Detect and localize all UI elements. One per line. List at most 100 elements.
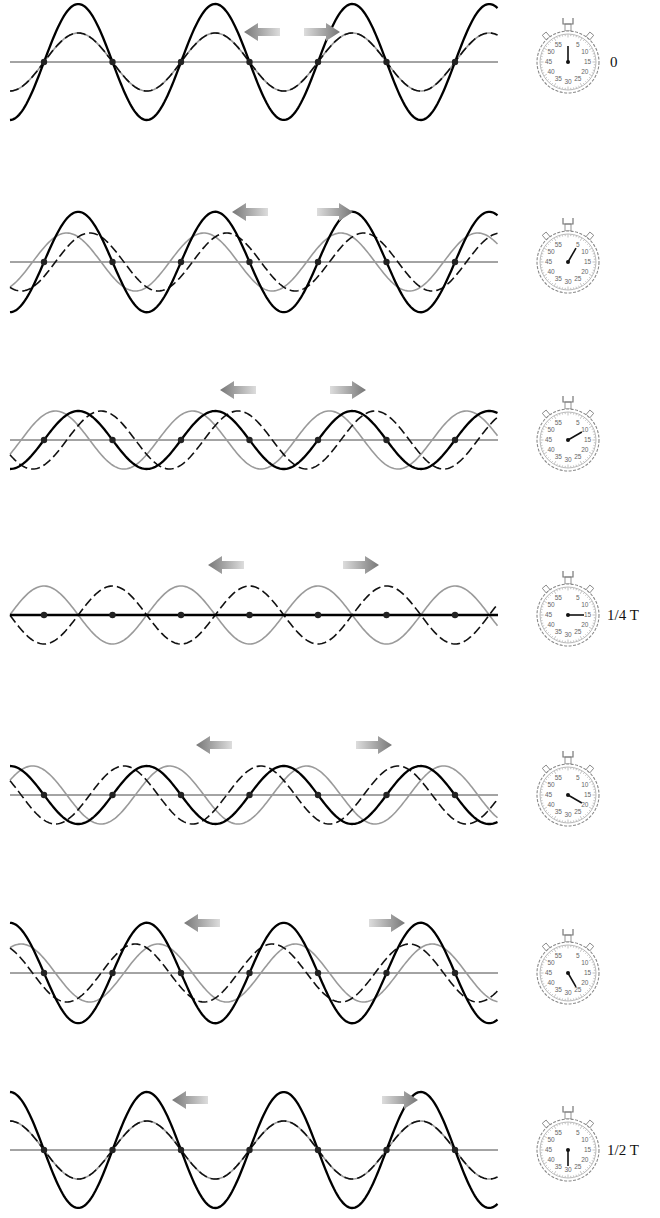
right-travelling-wave <box>10 33 498 91</box>
node-dot <box>178 437 184 443</box>
dial-number: 15 <box>584 1147 591 1154</box>
dial-number: 10 <box>581 960 588 967</box>
dial-number: 15 <box>584 59 591 66</box>
wave-row <box>10 4 498 120</box>
direction-arrow <box>244 23 280 41</box>
dial-number: 25 <box>574 454 581 461</box>
node-dot <box>315 1147 321 1153</box>
node-dot <box>315 437 321 443</box>
wave-row <box>10 1091 498 1208</box>
left-travelling-wave <box>10 411 498 469</box>
node-dot <box>315 970 321 976</box>
node-dot <box>178 1147 184 1153</box>
stopwatch <box>537 18 599 93</box>
stopwatch <box>537 929 599 1004</box>
node-dot <box>109 437 115 443</box>
dial-number: 55 <box>555 775 562 782</box>
direction-arrow <box>184 914 220 932</box>
dial-number: 40 <box>547 980 554 987</box>
axis-line <box>10 1150 498 1151</box>
dial-number: 25 <box>574 809 581 816</box>
stopwatch <box>537 396 599 471</box>
dial-number: 35 <box>555 629 562 636</box>
node-dot <box>452 612 458 618</box>
node-dot <box>383 259 389 265</box>
dial-number: 20 <box>581 69 588 76</box>
node-dot <box>109 1147 115 1153</box>
wave-row <box>10 203 498 312</box>
dial-number: 40 <box>547 802 554 809</box>
dial-number: 20 <box>581 622 588 629</box>
dial-number: 55 <box>555 42 562 49</box>
node-dot <box>246 59 252 65</box>
direction-arrow <box>304 23 340 41</box>
axis-line <box>10 795 498 796</box>
dial-number: 50 <box>547 49 554 56</box>
standing-wave <box>10 212 498 312</box>
dial-number: 40 <box>547 269 554 276</box>
dial-number: 20 <box>581 447 588 454</box>
left-travelling-wave <box>10 33 498 91</box>
dial-number: 5 <box>576 775 580 782</box>
standing-wave <box>10 766 498 824</box>
dial-number: 20 <box>581 802 588 809</box>
dial-number: 20 <box>581 980 588 987</box>
node-dot <box>41 437 47 443</box>
dial-number: 10 <box>581 602 588 609</box>
node-dot <box>178 59 184 65</box>
dial-number: 30 <box>564 1166 571 1173</box>
dial-number: 15 <box>584 612 591 619</box>
direction-arrow <box>317 203 353 221</box>
left-travelling-wave <box>10 944 498 1002</box>
stopwatch <box>537 218 599 293</box>
dial-number: 15 <box>584 259 591 266</box>
node-dot <box>41 792 47 798</box>
node-dot <box>452 59 458 65</box>
dial-number: 15 <box>584 970 591 977</box>
node-dot <box>383 59 389 65</box>
dial-number: 10 <box>581 1137 588 1144</box>
stopwatch <box>537 571 599 646</box>
stopwatch-hand <box>568 973 576 987</box>
direction-arrow <box>208 556 244 574</box>
dial-number: 30 <box>564 989 571 996</box>
node-dot <box>246 792 252 798</box>
direction-arrow <box>172 1091 208 1109</box>
node-dot <box>109 970 115 976</box>
time-label: 1/4 T <box>607 608 639 623</box>
time-label: 0 <box>610 55 618 70</box>
direction-arrow <box>382 1091 418 1109</box>
dial-number: 20 <box>581 1157 588 1164</box>
stopwatch-hand <box>568 248 576 262</box>
left-travelling-wave <box>10 586 498 644</box>
direction-arrow <box>232 203 268 221</box>
dial-number: 35 <box>555 987 562 994</box>
dial-number: 10 <box>581 427 588 434</box>
dial-number: 55 <box>555 953 562 960</box>
dial-number: 50 <box>547 960 554 967</box>
dial-number: 30 <box>564 78 571 85</box>
dial-number: 5 <box>576 42 580 49</box>
dial-number: 55 <box>555 595 562 602</box>
right-travelling-wave <box>10 411 498 469</box>
dial-number: 45 <box>545 1147 552 1154</box>
node-dot <box>246 1147 252 1153</box>
dial-number: 30 <box>564 278 571 285</box>
dial-number: 55 <box>555 1130 562 1137</box>
dial-number: 45 <box>545 792 552 799</box>
right-travelling-wave <box>10 586 498 644</box>
dial-number: 30 <box>564 811 571 818</box>
node-dot <box>452 437 458 443</box>
dial-number: 25 <box>574 276 581 283</box>
dial-number: 55 <box>555 420 562 427</box>
standing-wave <box>10 923 498 1023</box>
right-travelling-wave <box>10 233 498 291</box>
dial-number: 35 <box>555 809 562 816</box>
standing-wave <box>10 1092 498 1208</box>
left-travelling-wave <box>10 233 498 291</box>
dial-number: 50 <box>547 427 554 434</box>
dial-number: 40 <box>547 69 554 76</box>
dial-number: 15 <box>584 437 591 444</box>
dial-number: 30 <box>564 631 571 638</box>
